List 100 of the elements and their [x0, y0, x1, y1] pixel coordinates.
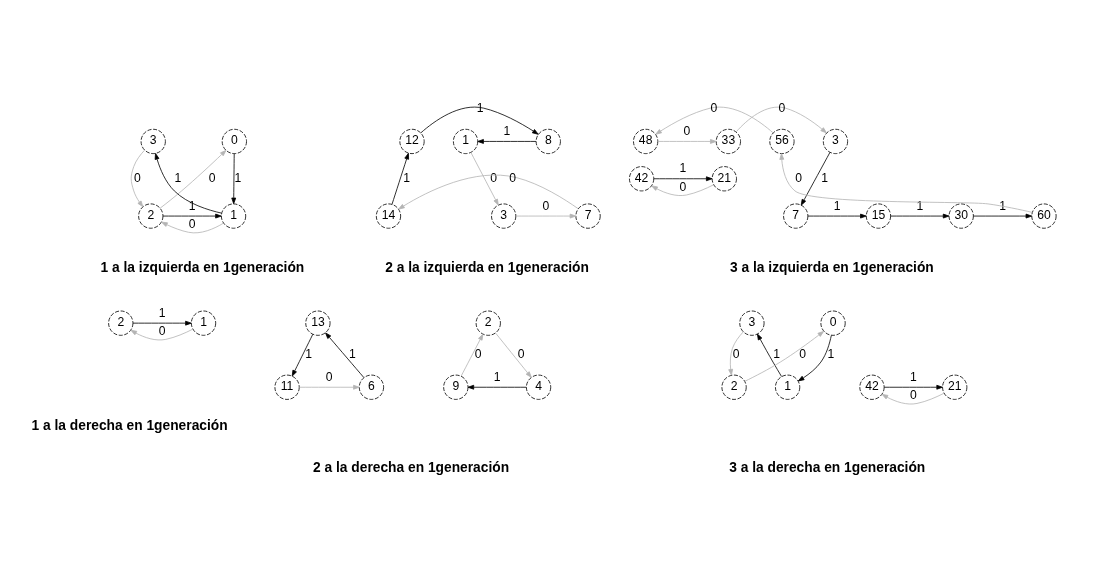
- arrow: [973, 213, 1033, 218]
- arrow: [883, 384, 943, 390]
- arrow: [779, 152, 1033, 213]
- node-circle: 2: [108, 310, 134, 336]
- arrow: [470, 151, 499, 205]
- arrow: [890, 213, 950, 218]
- edge-label: 1: [503, 123, 511, 138]
- node-circle: 2: [721, 374, 747, 400]
- node-circle: 15: [865, 203, 892, 229]
- edge-label: 1: [349, 346, 356, 361]
- label: 1 a la derecha en 1generación: [31, 417, 228, 432]
- node-circle: 3: [140, 128, 166, 154]
- node-circle: 4: [526, 374, 552, 400]
- arrow: [728, 330, 744, 375]
- arrow: [291, 333, 314, 376]
- node-circle: 42: [859, 374, 885, 400]
- edge-label: 1: [827, 346, 835, 361]
- edge-label: 1: [916, 198, 924, 213]
- edge-label: 1: [403, 170, 411, 185]
- edge-label: 1: [909, 369, 917, 384]
- node-circle: 14: [375, 203, 402, 229]
- arrow: [477, 138, 537, 144]
- node-circle: 1: [190, 310, 217, 336]
- edge-label: 0: [732, 346, 740, 361]
- edge-label: 1: [493, 369, 501, 384]
- node-circle: 7: [783, 203, 809, 229]
- arrow: [800, 151, 831, 206]
- node-circle: 8: [535, 128, 561, 154]
- label: 3 a la derecha en 1generación: [729, 459, 926, 475]
- arrow: [162, 213, 222, 218]
- edge-label: 0: [134, 170, 141, 185]
- edge-label: 1: [999, 198, 1006, 213]
- node-circle: 21: [942, 374, 968, 400]
- node-circle: 3: [491, 203, 517, 229]
- node-circle: 3: [739, 310, 765, 336]
- edge-label: 0: [490, 170, 497, 185]
- edge-label: 0: [909, 387, 917, 402]
- node-circle: 13: [305, 310, 331, 336]
- arrow: [460, 333, 484, 376]
- arrow: [161, 221, 224, 233]
- edge-label: 0: [795, 170, 802, 185]
- node-circle: 1: [452, 128, 479, 154]
- edge-label: 0: [474, 346, 482, 361]
- node-circle: 1: [220, 203, 247, 229]
- edge-label: 0: [509, 170, 516, 185]
- edge-label: 1: [773, 346, 781, 361]
- edge-label: 1: [821, 170, 828, 185]
- arrow: [130, 149, 145, 207]
- arrow: [655, 106, 774, 135]
- arrow: [657, 138, 717, 144]
- arrow: [132, 320, 192, 326]
- edge-label: 0: [778, 100, 786, 115]
- node-circle: 1: [775, 374, 801, 400]
- node-circle: 2: [475, 310, 501, 336]
- node-circle: 0: [820, 310, 846, 336]
- arrow: [325, 332, 365, 378]
- node-circle: 60: [1031, 203, 1057, 229]
- edge-label: 1: [174, 170, 182, 185]
- node-circle: 6: [358, 374, 384, 400]
- arrow: [495, 332, 532, 378]
- arrow: [653, 175, 713, 181]
- arrow: [420, 106, 539, 135]
- edge-label: 0: [158, 323, 166, 338]
- edge-label: 0: [710, 100, 718, 115]
- label: 1 a la izquierda en 1generación: [100, 259, 305, 275]
- arrow: [299, 384, 360, 390]
- label: 2 a la derecha en 1generación: [313, 459, 510, 475]
- arrow: [231, 152, 237, 204]
- node-circle: 21: [711, 165, 737, 191]
- node-circle: 9: [443, 374, 469, 400]
- arrow: [467, 384, 527, 390]
- node-circle: 7: [575, 203, 601, 229]
- edge-label: 1: [679, 160, 687, 175]
- arrow: [756, 333, 782, 377]
- arrow: [651, 183, 714, 196]
- edge-label: 0: [679, 179, 687, 194]
- arrow: [807, 213, 867, 218]
- arrow: [735, 106, 827, 133]
- edge-label: 1: [158, 305, 166, 320]
- edge-label: 0: [799, 346, 806, 361]
- arrow: [881, 392, 945, 404]
- edge-label: 1: [833, 198, 841, 213]
- edge-label: 0: [188, 216, 196, 231]
- node-circle: 30: [948, 203, 974, 229]
- arrow: [130, 328, 194, 340]
- node-circle: 42: [629, 165, 655, 191]
- arrow: [391, 152, 409, 205]
- node-circle: 48: [633, 128, 659, 154]
- edge-label: 0: [208, 170, 216, 185]
- label: 2 a la izquierda en 1generación: [385, 259, 589, 275]
- edge-label: 0: [325, 369, 333, 384]
- edge-label: 0: [683, 123, 691, 138]
- edge-label: 0: [542, 198, 550, 213]
- node-circle: 33: [715, 128, 741, 154]
- edge-label: 0: [517, 346, 525, 361]
- label: 3 a la izquierda en 1generación: [730, 259, 934, 275]
- arrow: [398, 174, 579, 209]
- node-circle: 12: [399, 128, 425, 154]
- arrow: [744, 330, 824, 382]
- node-circle: 2: [138, 203, 164, 229]
